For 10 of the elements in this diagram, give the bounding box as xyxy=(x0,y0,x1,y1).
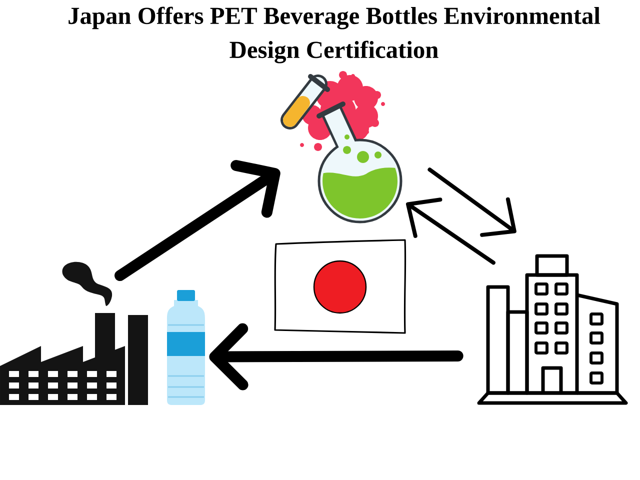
arrow xyxy=(209,323,464,390)
water-bottle xyxy=(167,290,205,405)
arrow xyxy=(406,198,496,265)
title: Japan Offers PET Beverage Bottles Environmental Design Certification xyxy=(68,6,600,64)
office-building xyxy=(477,254,628,405)
factory-illustration xyxy=(0,262,148,405)
chemistry-flask xyxy=(280,71,402,224)
flag xyxy=(274,239,406,334)
arrow xyxy=(428,168,516,237)
arrow xyxy=(114,160,280,282)
